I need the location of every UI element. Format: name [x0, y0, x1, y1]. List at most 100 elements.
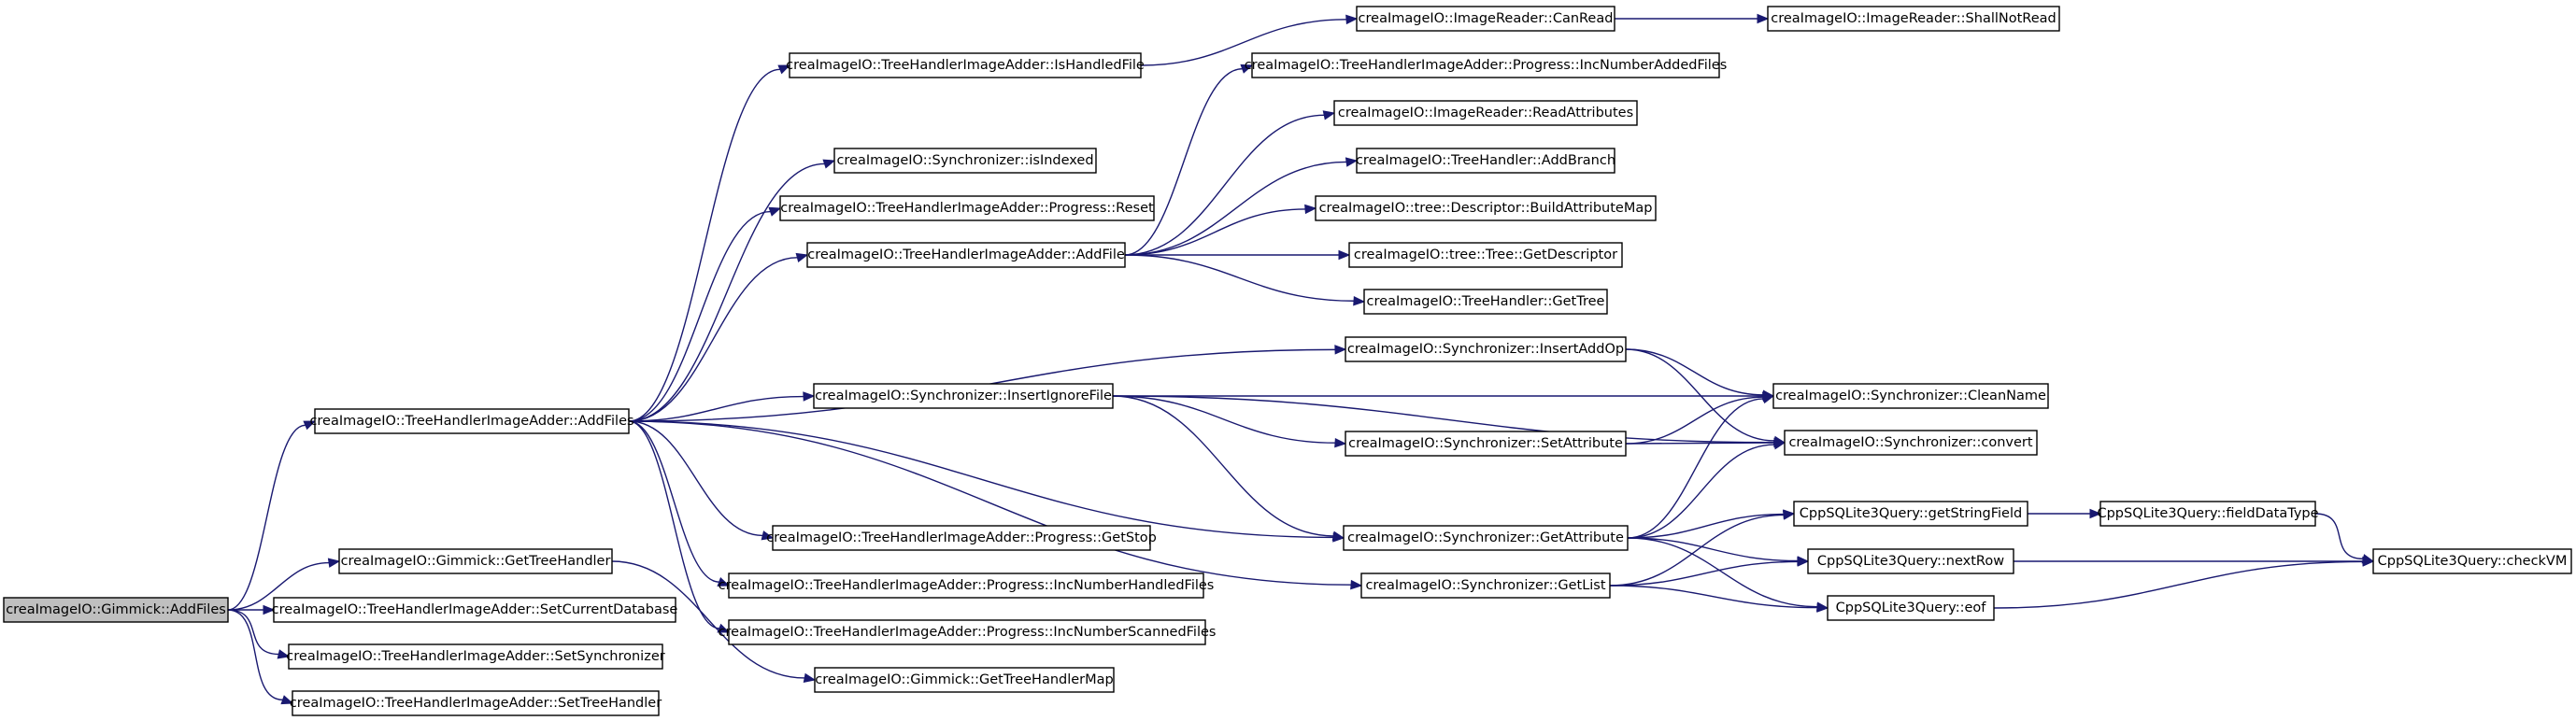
arrowhead — [280, 695, 294, 705]
node-imagereader-readattributes[interactable]: creaImageIO::ImageReader::ReadAttributes — [1333, 100, 1638, 126]
node-sync-getlist[interactable]: creaImageIO::Synchronizer::GetList — [1360, 573, 1611, 599]
edge-thia_addfiles-to-sync_getlist — [628, 420, 1363, 590]
node-sync-getattribute[interactable]: creaImageIO::Synchronizer::GetAttribute — [1343, 525, 1629, 551]
node-tree-getdescriptor[interactable]: creaImageIO::tree::Tree::GetDescriptor — [1348, 242, 1623, 268]
edge-line — [1124, 161, 1347, 256]
edge-line — [611, 560, 805, 679]
node-gimmick-gettreehandlermap[interactable]: creaImageIO::Gimmick::GetTreeHandlerMap — [814, 667, 1115, 693]
node-thia-ishandledfile[interactable]: creaImageIO::TreeHandlerImageAdder::IsHa… — [786, 52, 1145, 78]
edge-sqlq_fielddatatype-to-sqlq_checkvm — [2314, 513, 2375, 564]
node-sqlq-nextrow[interactable]: CppSQLite3Query::nextRow — [1807, 548, 2014, 574]
node-label: creaImageIO::Gimmick::GetTreeHandlerMap — [815, 672, 1113, 687]
node-treehandler-addbranch[interactable]: creaImageIO::TreeHandler::AddBranch — [1356, 148, 1615, 174]
node-label: creaImageIO::Synchronizer::CleanName — [1775, 389, 2046, 403]
edge-sqlq_nextrow-to-sqlq_checkvm — [2014, 556, 2375, 567]
node-label: creaImageIO::tree::Descriptor::BuildAttr… — [1319, 201, 1653, 216]
node-box — [1793, 501, 2028, 527]
node-box — [1807, 548, 2014, 574]
edge-sync_getattribute-to-sqlq_getstringfield — [1627, 509, 1796, 539]
edge-line — [227, 561, 330, 611]
arrowhead — [1345, 157, 1359, 167]
node-thia-settreehandler[interactable]: creaImageIO::TreeHandlerImageAdder::SetT… — [290, 690, 662, 716]
node-box — [1784, 430, 2038, 456]
node-box — [1251, 52, 1720, 78]
node-sqlq-getstringfield[interactable]: CppSQLite3Query::getStringField — [1793, 501, 2028, 527]
node-box — [273, 597, 676, 623]
node-label: creaImageIO::ImageReader::CanRead — [1359, 11, 1614, 26]
nodes-layer: creaImageIO::Gimmick::AddFilescreaImageI… — [3, 6, 2572, 716]
node-label: creaImageIO::TreeHandler::GetTree — [1367, 294, 1605, 309]
node-label: CppSQLite3Query::nextRow — [1817, 554, 2004, 569]
node-descriptor-buildattributemap[interactable]: creaImageIO::tree::Descriptor::BuildAttr… — [1315, 195, 1657, 221]
node-gimmick-addfiles[interactable]: creaImageIO::Gimmick::AddFiles — [3, 597, 229, 623]
node-label: creaImageIO::TreeHandler::AddBranch — [1356, 153, 1615, 168]
node-progress-reset[interactable]: creaImageIO::TreeHandlerImageAdder::Prog… — [779, 195, 1155, 221]
arrowhead — [717, 577, 731, 587]
edge-line — [628, 68, 780, 422]
edge-sync_getattribute-to-sync_cleanname — [1627, 394, 1775, 539]
node-imagereader-shallnotread[interactable]: creaImageIO::ImageReader::ShallNotRead — [1767, 6, 2060, 32]
node-box — [338, 548, 613, 574]
node-thia-setcurrentdatabase[interactable]: creaImageIO::TreeHandlerImageAdder::SetC… — [272, 597, 678, 623]
arrowhead — [1338, 249, 1351, 261]
edge-thia_addfiles-to-progress_incnumberscannedfiles — [628, 420, 731, 633]
edge-sqlq_getstringfield-to-sqlq_fielddatatype — [2027, 508, 2102, 519]
node-label: CppSQLite3Query::getStringField — [1800, 506, 2022, 521]
node-thia-addfiles[interactable]: creaImageIO::TreeHandlerImageAdder::AddF… — [309, 408, 634, 434]
node-box — [2372, 548, 2572, 574]
node-progress-incnumberscannedfiles[interactable]: creaImageIO::TreeHandlerImageAdder::Prog… — [719, 619, 1217, 645]
edge-line — [628, 420, 1334, 539]
arrowhead — [1304, 204, 1317, 215]
edge-line — [1627, 537, 1818, 608]
node-progress-getstop[interactable]: creaImageIO::TreeHandlerImageAdder::Prog… — [766, 525, 1157, 551]
node-sqlq-checkvm[interactable]: CppSQLite3Query::checkVM — [2372, 548, 2572, 574]
edge-line — [227, 424, 306, 611]
edge-line — [227, 609, 279, 656]
node-label: creaImageIO::Gimmick::GetTreeHandler — [341, 554, 611, 569]
node-box — [1356, 148, 1615, 174]
edge-gimmick_addfiles-to-thia_settreehandler — [227, 609, 294, 705]
edge-line — [1609, 560, 1799, 587]
node-box — [1772, 383, 2049, 409]
edge-line — [1625, 396, 1764, 445]
node-sync-insertignorefile[interactable]: creaImageIO::Synchronizer::InsertIgnoreF… — [813, 383, 1114, 409]
node-sync-convert[interactable]: creaImageIO::Synchronizer::convert — [1784, 430, 2038, 456]
edge-thia_addfiles-to-thia_ishandledfile — [628, 64, 791, 422]
node-box — [806, 242, 1126, 268]
node-label: CppSQLite3Query::eof — [1836, 601, 1987, 615]
node-progress-incnumberhandledfiles[interactable]: creaImageIO::TreeHandlerImageAdder::Prog… — [719, 573, 1215, 599]
edge-gimmick_addfiles-to-thia_setsynchronizer — [227, 609, 291, 659]
node-sync-cleanname[interactable]: creaImageIO::Synchronizer::CleanName — [1772, 383, 2049, 409]
edge-sync_getlist-to-sqlq_nextrow — [1609, 557, 1810, 587]
node-sync-isindexed[interactable]: creaImageIO::Synchronizer::isIndexed — [833, 148, 1097, 174]
edge-sync_insertignorefile-to-sync_cleanname — [1113, 390, 1775, 402]
node-label: creaImageIO::TreeHandlerImageAdder::Prog… — [1245, 58, 1728, 73]
edge-line — [1609, 585, 1818, 609]
node-box — [288, 643, 663, 670]
arrowhead — [803, 391, 816, 402]
edge-thia_addfile-to-progress_incnumberaddedfiles — [1124, 64, 1254, 256]
node-sync-setattribute[interactable]: creaImageIO::Synchronizer::SetAttribute — [1345, 431, 1627, 457]
node-label: CppSQLite3Query::fieldDataType — [2097, 506, 2318, 521]
node-label: creaImageIO::TreeHandlerImageAdder::AddF… — [807, 247, 1125, 262]
node-label: creaImageIO::ImageReader::ReadAttributes — [1338, 106, 1633, 120]
arrowhead — [1797, 557, 1810, 567]
node-box — [772, 525, 1151, 551]
node-sync-insertaddop[interactable]: creaImageIO::Synchronizer::InsertAddOp — [1345, 336, 1627, 362]
edge-sync_insertignorefile-to-sync_setattribute — [1112, 395, 1347, 448]
node-treehandler-gettree[interactable]: creaImageIO::TreeHandler::GetTree — [1363, 289, 1608, 315]
arrowhead — [795, 252, 809, 263]
node-label: creaImageIO::Synchronizer::convert — [1788, 435, 2032, 450]
edge-thia_ishandledfile-to-imagereader_canread — [1140, 14, 1359, 66]
edge-line — [1124, 254, 1355, 302]
node-progress-incnumberaddedfiles[interactable]: creaImageIO::TreeHandlerImageAdder::Prog… — [1245, 52, 1728, 78]
node-thia-setsynchronizer[interactable]: creaImageIO::TreeHandlerImageAdder::SetS… — [286, 643, 665, 670]
node-sqlq-fielddatatype[interactable]: CppSQLite3Query::fieldDataType — [2097, 501, 2319, 527]
edge-line — [1625, 442, 1775, 445]
node-thia-addfile[interactable]: creaImageIO::TreeHandlerImageAdder::AddF… — [806, 242, 1126, 268]
node-imagereader-canread[interactable]: creaImageIO::ImageReader::CanRead — [1356, 6, 1615, 32]
arrowhead — [1782, 510, 1796, 520]
node-gimmick-gettreehandler[interactable]: creaImageIO::Gimmick::GetTreeHandler — [338, 548, 613, 574]
node-sqlq-eof[interactable]: CppSQLite3Query::eof — [1827, 595, 1995, 621]
